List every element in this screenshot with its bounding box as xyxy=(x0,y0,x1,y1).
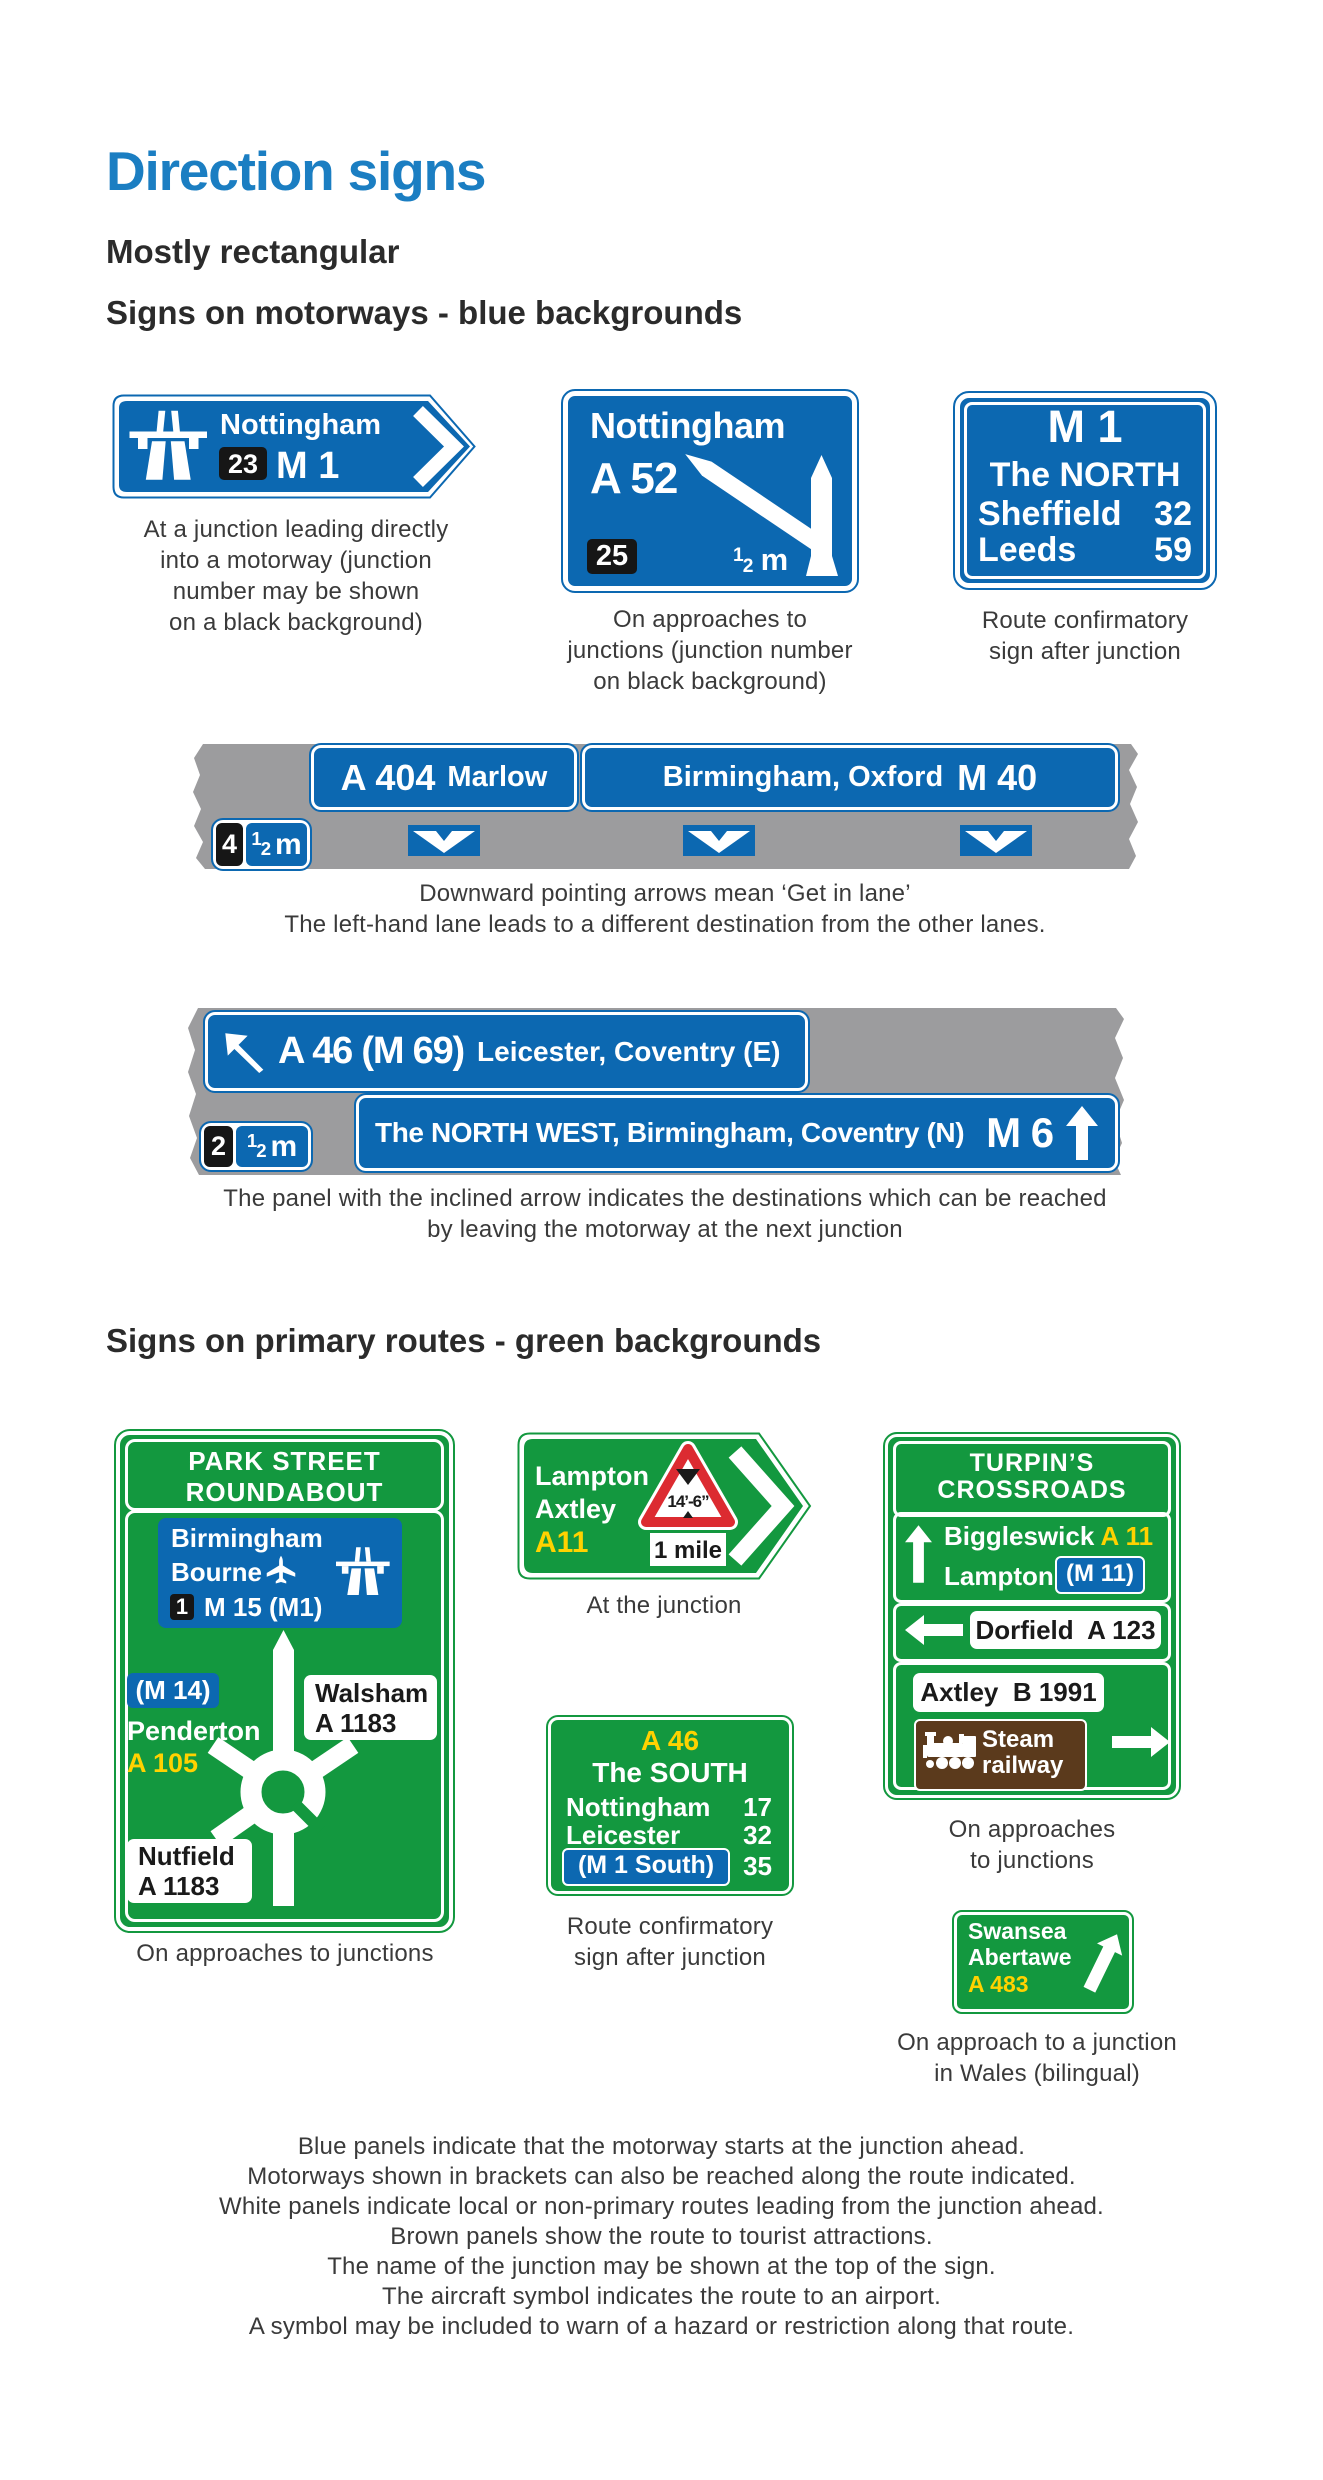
svg-text:Lampton: Lampton xyxy=(535,1461,649,1491)
svg-text:Axtley: Axtley xyxy=(535,1494,616,1524)
svg-text:Nottingham: Nottingham xyxy=(220,409,381,441)
svg-text:1 mile: 1 mile xyxy=(654,1537,722,1564)
svg-text:23: 23 xyxy=(228,449,258,479)
svg-text:14’-6”: 14’-6” xyxy=(667,1492,709,1511)
svg-text:M 1: M 1 xyxy=(276,445,339,487)
svg-text:A11: A11 xyxy=(535,1526,588,1559)
